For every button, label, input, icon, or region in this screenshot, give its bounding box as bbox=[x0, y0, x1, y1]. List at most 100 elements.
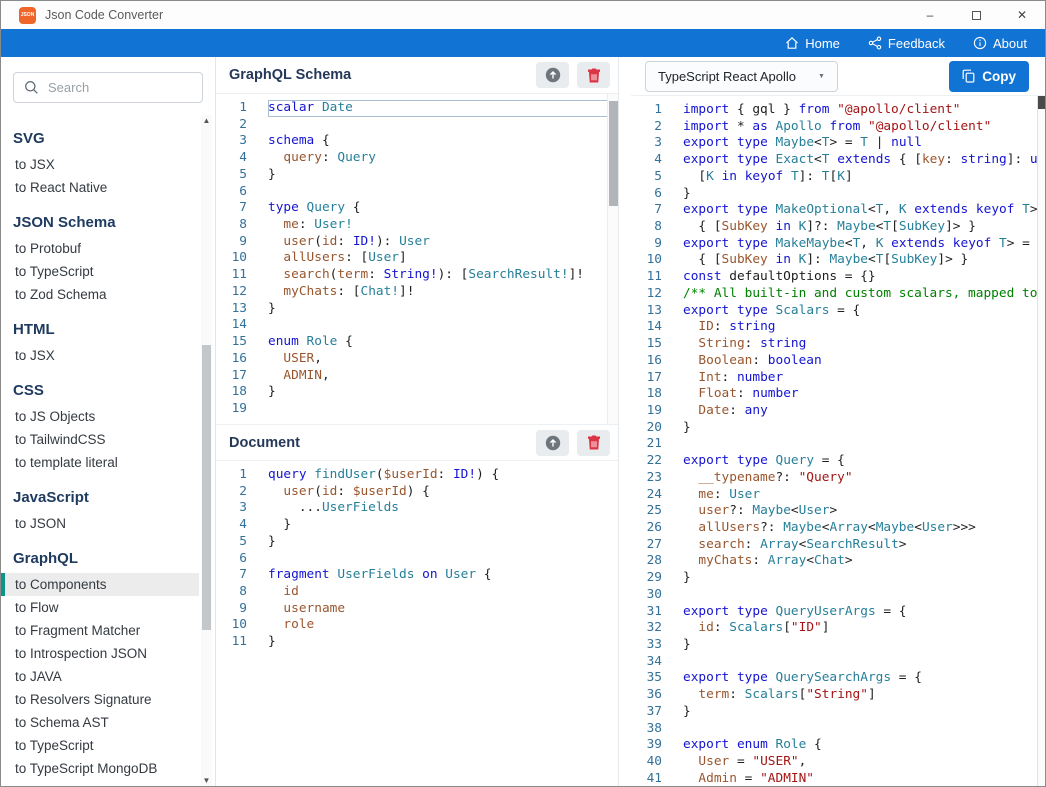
window-controls: – ✕ bbox=[907, 1, 1045, 29]
about-icon bbox=[973, 36, 987, 50]
line-number: 35 bbox=[646, 670, 662, 686]
document-upload-button[interactable] bbox=[536, 429, 569, 456]
sidebar-item-to-schema-ast[interactable]: to Schema AST bbox=[15, 715, 109, 730]
nav-home[interactable]: Home bbox=[785, 36, 840, 51]
line-number: 34 bbox=[646, 653, 662, 669]
line-number: 24 bbox=[646, 486, 662, 502]
code-line-content: export type QueryUserArgs = { bbox=[683, 603, 907, 619]
code-line: 8 id bbox=[216, 584, 618, 601]
search-icon bbox=[25, 81, 38, 94]
sidebar-scrollbar[interactable]: ▲ ▼ bbox=[201, 115, 212, 786]
close-button[interactable]: ✕ bbox=[999, 1, 1045, 29]
window-title: Json Code Converter bbox=[45, 8, 164, 22]
code-line: 4 query: Query bbox=[216, 150, 618, 167]
schema-editor-scrollbar[interactable] bbox=[607, 94, 618, 424]
line-number: 19 bbox=[231, 400, 247, 416]
code-line-content: __typename?: "Query" bbox=[698, 469, 853, 485]
line-number: 27 bbox=[646, 536, 662, 552]
sidebar-scrollbar-thumb[interactable] bbox=[202, 345, 211, 630]
line-number: 36 bbox=[646, 687, 662, 703]
sidebar-item-to-introspection-json[interactable]: to Introspection JSON bbox=[15, 646, 148, 661]
line-number: 7 bbox=[654, 202, 662, 218]
code-line-content bbox=[268, 317, 618, 334]
line-number: 6 bbox=[239, 183, 247, 199]
schema-upload-button[interactable] bbox=[536, 62, 569, 88]
sidebar-item-to-template-literal[interactable]: to template literal bbox=[15, 455, 118, 470]
code-line-content: export type MakeMaybe<T, K extends keyof… bbox=[683, 235, 1045, 251]
line-number: 30 bbox=[646, 586, 662, 602]
output-format-select[interactable]: TypeScript React Apollo ▼ bbox=[645, 60, 838, 92]
copy-button[interactable]: Copy bbox=[949, 60, 1029, 92]
sidebar-item-to-zod-schema[interactable]: to Zod Schema bbox=[15, 287, 107, 302]
code-line-content: User = "USER", bbox=[698, 754, 807, 770]
nav-about[interactable]: About bbox=[973, 36, 1027, 51]
code-line-content: user(id: ID!): User bbox=[283, 233, 430, 249]
code-line-content: term: Scalars["String"] bbox=[698, 687, 876, 703]
schema-delete-button[interactable] bbox=[577, 62, 610, 88]
line-number: 10 bbox=[646, 252, 662, 268]
code-line-content: } bbox=[268, 517, 292, 533]
sidebar-item-to-flow[interactable]: to Flow bbox=[15, 600, 59, 615]
output-scrollbar-thumb[interactable] bbox=[1038, 96, 1045, 109]
chevron-down-icon: ▼ bbox=[818, 72, 825, 80]
document-delete-button[interactable] bbox=[577, 429, 610, 456]
line-number: 8 bbox=[239, 217, 247, 233]
code-line: 14 bbox=[216, 317, 618, 334]
scroll-down-icon[interactable]: ▼ bbox=[202, 776, 211, 785]
sidebar-item-to-js-objects[interactable]: to JS Objects bbox=[15, 409, 96, 424]
sidebar-section-title: CSS bbox=[13, 382, 44, 399]
search-input[interactable] bbox=[13, 72, 203, 103]
sidebar-item-to-tailwindcss[interactable]: to TailwindCSS bbox=[15, 432, 106, 447]
schema-editor-scrollbar-thumb[interactable] bbox=[609, 101, 618, 206]
document-panel-header: Document bbox=[216, 424, 618, 461]
code-line-content: id: Scalars["ID"] bbox=[698, 620, 830, 636]
code-line: 16 Boolean: boolean bbox=[631, 353, 1045, 370]
feedback-icon bbox=[868, 36, 882, 50]
nav-feedback-label: Feedback bbox=[887, 35, 946, 51]
code-line: 6} bbox=[631, 186, 1045, 203]
maximize-button[interactable] bbox=[953, 1, 999, 29]
line-number: 31 bbox=[646, 603, 662, 619]
code-line-content: /** All built-in and custom scalars, map… bbox=[683, 285, 1045, 301]
code-line: 13} bbox=[216, 301, 618, 318]
output-scrollbar[interactable] bbox=[1037, 96, 1045, 786]
code-line-content: me: User bbox=[698, 486, 761, 502]
code-line-content: } bbox=[683, 419, 691, 435]
sidebar-item-to-jsx[interactable]: to JSX bbox=[15, 348, 55, 363]
sidebar-item-to-typescript[interactable]: to TypeScript bbox=[15, 264, 94, 279]
code-line-content: export type MakeOptional<T, K extends ke… bbox=[683, 202, 1038, 218]
sidebar-item-to-resolvers-signature[interactable]: to Resolvers Signature bbox=[15, 692, 152, 707]
code-line: 32 id: Scalars["ID"] bbox=[631, 620, 1045, 637]
nav-feedback[interactable]: Feedback bbox=[868, 36, 945, 51]
sidebar-item-to-components[interactable]: to Components bbox=[1, 573, 199, 596]
code-line-content: user(id: $userId) { bbox=[283, 483, 430, 499]
sidebar-item-to-typescript[interactable]: to TypeScript bbox=[15, 738, 94, 753]
code-line: 37} bbox=[631, 704, 1045, 721]
sidebar-item-to-java[interactable]: to JAVA bbox=[15, 669, 62, 684]
code-line-content: export type Query = { bbox=[683, 453, 845, 469]
code-line: 14 ID: string bbox=[631, 319, 1045, 336]
sidebar-item-to-json[interactable]: to JSON bbox=[15, 516, 67, 531]
sidebar-item-to-react-native[interactable]: to React Native bbox=[15, 180, 108, 195]
line-number: 12 bbox=[646, 285, 662, 301]
scroll-up-icon[interactable]: ▲ bbox=[202, 116, 211, 125]
code-line-content: query findUser($userId: ID!) { bbox=[268, 467, 500, 482]
sidebar-item-to-protobuf[interactable]: to Protobuf bbox=[15, 241, 82, 256]
minimize-button[interactable]: – bbox=[907, 1, 953, 29]
code-line-content: allUsers?: Maybe<Array<Maybe<User>>> bbox=[698, 519, 976, 535]
sidebar-item-to-fragment-matcher[interactable]: to Fragment Matcher bbox=[15, 623, 141, 638]
sidebar-item-to-typescript-mongodb[interactable]: to TypeScript MongoDB bbox=[15, 761, 158, 776]
line-number: 9 bbox=[654, 235, 662, 251]
sidebar-item-to-jsx[interactable]: to JSX bbox=[15, 157, 55, 172]
